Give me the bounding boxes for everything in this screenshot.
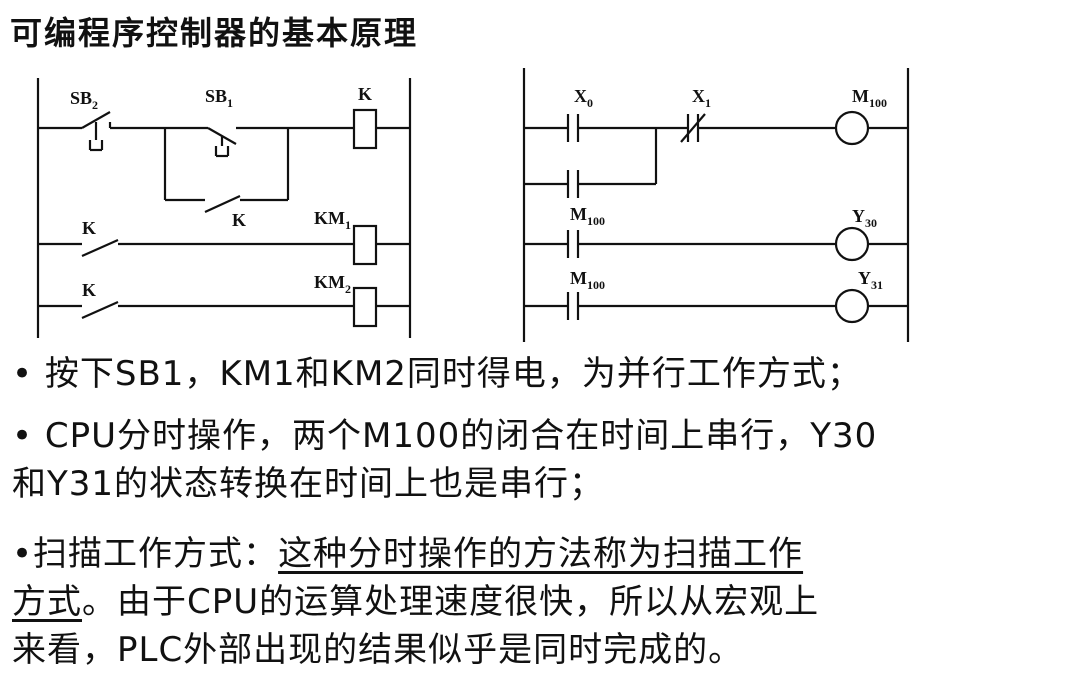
label-km1: KM1 [314, 208, 351, 232]
label-k-row3: K [82, 280, 96, 300]
label-m100-contact-b: M100 [570, 268, 605, 292]
label-sb1: SB1 [205, 86, 233, 110]
bullet-scan-line1: •扫描工作方式：这种分时操作的方法称为扫描工作 [12, 530, 803, 578]
bullet-cpu-line2: 和Y31的状态转换在时间上也是串行； [12, 464, 605, 504]
label-k-branch: K [232, 210, 246, 230]
circuit-diagrams: SB2 SB1 K K K KM1 K KM2 X0 X1 M100 M100 … [36, 68, 910, 342]
label-m100-contact-a: M100 [570, 204, 605, 228]
bullet-parallel: • 按下SB1，KM1和KM2同时得电，为并行工作方式； [12, 354, 862, 394]
bullet-cpu-line1: • CPU分时操作，两个M100的闭合在时间上串行，Y30 [12, 416, 878, 456]
bullet-scan-line3: 来看，PLC外部出现的结果似乎是同时完成的。 [12, 630, 744, 670]
sb2-switch-blade [81, 111, 111, 129]
y30-output-coil [834, 226, 870, 262]
label-y31: Y31 [858, 268, 883, 292]
scan-explanation: 。由于CPU的运算处理速度很快，所以从宏观上 [82, 582, 820, 622]
label-m100-coil: M100 [852, 86, 887, 110]
y31-output-coil [834, 288, 870, 324]
label-k-row2: K [82, 218, 96, 238]
scan-definition-underlined: 这种分时操作的方法称为扫描工作 [278, 534, 804, 574]
label-y30: Y30 [852, 206, 877, 230]
label-x1: X1 [692, 86, 711, 110]
k-contact-row3 [81, 300, 119, 320]
k-relay-coil [352, 108, 378, 150]
scan-prefix: •扫描工作方式： [12, 534, 279, 574]
k-holding-contact [204, 194, 241, 214]
km2-relay-coil [352, 286, 378, 328]
k-contact-row2 [81, 238, 119, 258]
label-km2: KM2 [314, 272, 351, 296]
page-title: 可编程序控制器的基本原理 [10, 14, 419, 52]
label-k-coil: K [358, 84, 372, 104]
label-x0: X0 [574, 86, 593, 110]
bullet-scan-line2: 方式。由于CPU的运算处理速度很快，所以从宏观上 [12, 578, 819, 626]
scan-definition-underlined-end: 方式 [12, 582, 82, 622]
label-sb2: SB2 [70, 88, 98, 112]
km1-relay-coil [352, 224, 378, 266]
m100-output-coil [834, 110, 870, 146]
